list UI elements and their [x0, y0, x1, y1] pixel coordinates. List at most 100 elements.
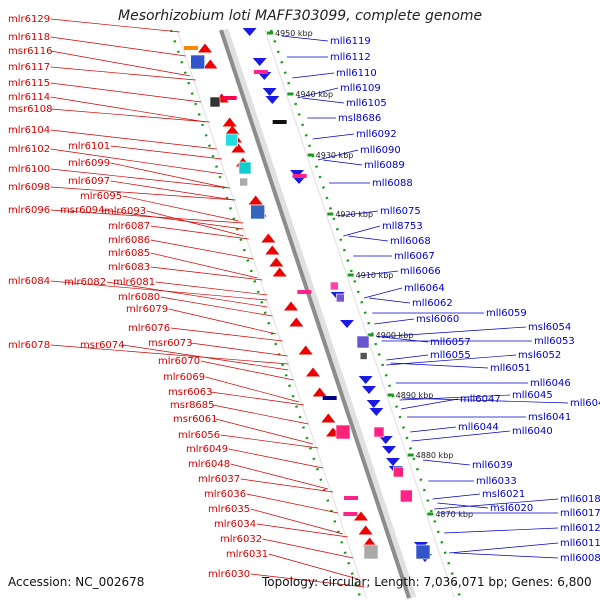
leader-line-right: [363, 287, 403, 299]
gene-label-right: mll6039: [472, 460, 513, 471]
gene-label-left: mlr6049: [186, 444, 228, 455]
leader-line-left: [250, 573, 365, 588]
gene-label-right: mll6011: [560, 538, 600, 549]
gene-arrow-forward: [261, 233, 276, 243]
gene-label-left: mlr6084: [8, 276, 50, 287]
gene-label-left: mlr6118: [8, 32, 50, 43]
gene-feature-block: [363, 544, 379, 560]
ruler-tracks: [169, 29, 462, 599]
leader-line-left: [50, 82, 202, 103]
gene-feature-block: [393, 466, 404, 478]
leader-line-left: [150, 252, 258, 279]
leader-line-left: [50, 108, 210, 123]
leader-line-left: [122, 344, 289, 371]
gene-arrow-forward: [225, 125, 240, 135]
gene-label-left: mlr6035: [208, 504, 250, 515]
leader-line-left: [50, 186, 236, 201]
leader-line-right: [422, 459, 471, 466]
leader-line-right: [390, 362, 489, 369]
gene-label-left: mlr6070: [158, 356, 200, 367]
leader-line-right: [448, 542, 559, 554]
gene-arrow-forward: [306, 367, 320, 377]
gene-label-left: mlr6069: [163, 372, 205, 383]
leader-line-right: [343, 225, 381, 237]
gene-label-left: mlr6087: [108, 221, 150, 232]
accession-text: Accession: NC_002678: [8, 575, 145, 589]
gene-label-left: msr6116: [8, 46, 53, 57]
gene-arrow-forward: [222, 117, 237, 127]
right-gene-labels: mll6119mll6112mll6110mll6109mll6105msl86…: [330, 36, 600, 564]
kbp-label: 4870 kbp: [435, 510, 473, 519]
leader-line-left: [228, 448, 324, 469]
gene-label-right: mll6040: [512, 426, 553, 437]
gene-label-right: mll6064: [404, 283, 445, 294]
gene-feature-block: [238, 161, 252, 175]
kbp-label: 4890 kbp: [396, 391, 434, 400]
gene-label-left: msr6094: [60, 205, 105, 216]
gene-label-left: mlr6115: [8, 78, 50, 89]
gene-arrow-forward: [298, 345, 313, 355]
gene-label-right: msl6052: [518, 350, 561, 361]
gene-label-right: mll6047: [460, 394, 501, 405]
gene-arrow-reverse: [252, 58, 267, 66]
gene-feature-tick: [343, 512, 358, 516]
leader-line-left: [268, 553, 359, 580]
leader-line-right: [399, 394, 511, 401]
leader-line-left: [240, 478, 334, 493]
gene-label-right: mll6033: [476, 476, 517, 487]
leader-line-left: [168, 308, 277, 335]
gene-label-left: mlr6080: [118, 292, 160, 303]
backbone-line: [219, 29, 411, 599]
leader-line-left: [170, 327, 283, 342]
gene-label-left: msr6073: [148, 338, 193, 349]
gene-label-left: mlr6096: [8, 205, 50, 216]
leader-line-left: [146, 210, 244, 237]
leader-line-left: [50, 280, 268, 301]
gene-arrow-forward: [231, 143, 246, 153]
gene-feature-block: [356, 335, 370, 349]
gene-feature-block: [239, 177, 248, 187]
ruler-track-left: [169, 29, 362, 599]
gene-label-right: mll6018: [560, 494, 600, 505]
leader-line-right: [317, 149, 359, 161]
gene-arrow-forward: [248, 195, 263, 205]
gene-label-right: mll6090: [360, 145, 401, 156]
gene-label-right: mll6012: [560, 523, 600, 534]
gene-arrow-reverse: [382, 446, 396, 454]
gene-arrow-forward: [265, 245, 280, 255]
gene-label-left: mlr6093: [104, 206, 146, 217]
gene-feature-block: [190, 54, 205, 70]
gene-label-right: mll6105: [346, 98, 387, 109]
gene-label-left: mlr6048: [188, 459, 230, 470]
gene-arrow-reverse: [242, 28, 257, 36]
leader-line-left: [50, 168, 230, 189]
gene-label-right: mll6045: [512, 390, 553, 401]
gene-label-left: msr6074: [80, 340, 125, 351]
kbp-label: 4940 kbp: [295, 90, 333, 99]
gene-arrow-reverse: [378, 436, 393, 444]
gene-arrow-forward: [272, 267, 287, 277]
gene-label-right: mll6109: [340, 83, 381, 94]
track-guide-right: [264, 29, 455, 599]
kbp-label: 4950 kbp: [275, 29, 313, 38]
ruler-track-right: [269, 29, 462, 599]
kbp-label: 4910 kbp: [356, 271, 394, 280]
gene-label-right: mll6089: [364, 160, 405, 171]
leader-line-left: [106, 281, 268, 308]
gene-label-right: mll6042: [570, 398, 600, 409]
gene-arrow-reverse: [369, 408, 384, 416]
leader-line-left: [50, 148, 224, 175]
gene-feature-block: [225, 133, 238, 147]
leader-line-left: [102, 209, 244, 230]
leader-line-left: [122, 195, 239, 222]
gene-label-left: mlr6031: [226, 549, 268, 560]
leader-line-left: [230, 463, 329, 490]
leader-line-right: [322, 159, 363, 166]
gene-label-left: mlr6097: [68, 176, 110, 187]
gene-feature-block: [400, 489, 413, 503]
leader-line-right: [432, 493, 481, 500]
leader-line-left: [220, 434, 319, 449]
gene-feature-tick: [222, 96, 237, 100]
leader-line-right: [411, 430, 511, 442]
gene-label-left: mlr6129: [8, 14, 50, 25]
